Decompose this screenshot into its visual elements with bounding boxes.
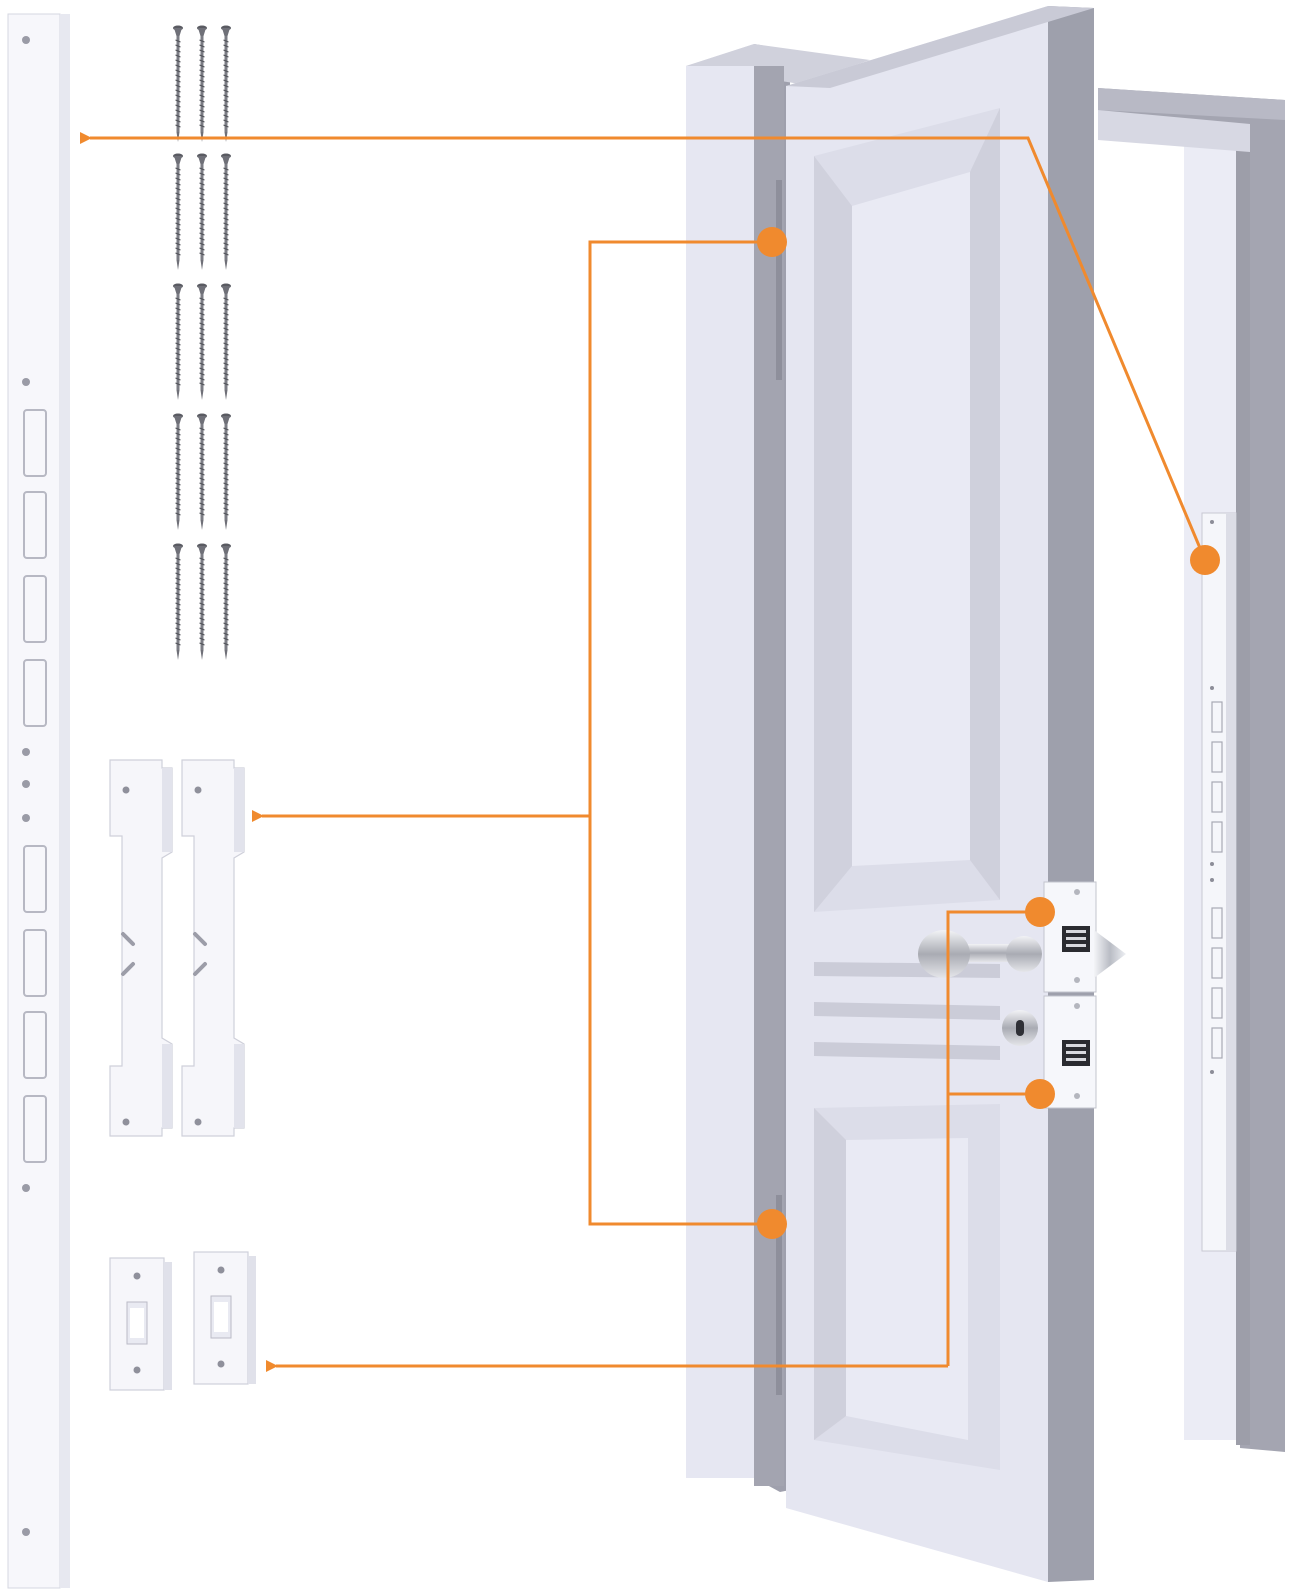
slot: [23, 659, 47, 727]
slot: [23, 1095, 47, 1163]
screw-icon: [197, 153, 207, 270]
screw-hole: [22, 36, 30, 44]
slot: [23, 845, 47, 913]
callout-hinges: [252, 227, 787, 1239]
slot: [23, 491, 47, 559]
callout-jamb: [80, 132, 1220, 575]
screw-hole: [22, 1184, 30, 1192]
screw-icon: [197, 25, 207, 142]
door-frame-right-jamb: [1098, 88, 1285, 1452]
screw-icon: [221, 283, 231, 400]
screw-icon: [197, 413, 207, 530]
screw-icon: [173, 25, 183, 142]
screw-icon: [173, 413, 183, 530]
screw-hole: [22, 378, 30, 386]
door-lock-hardware: [918, 881, 1126, 1109]
door-slab: [786, 6, 1094, 1582]
screw-icon: [221, 543, 231, 660]
screw-icon: [173, 543, 183, 660]
slot: [23, 929, 47, 997]
screw-icon: [173, 283, 183, 400]
strike-plate-icon: [109, 1257, 172, 1391]
screw-hole: [22, 748, 30, 756]
door-illustration-icon: [686, 6, 1285, 1582]
callout-dot-bottom-hinge: [757, 1209, 787, 1239]
screw-hole: [22, 814, 30, 822]
slot: [23, 1011, 47, 1079]
screw-icon: [221, 25, 231, 142]
screw-hole: [22, 780, 30, 788]
strike-plate-icon: [193, 1251, 256, 1385]
screw-set-icon: [173, 25, 231, 660]
long-jamb-reinforcement-plate-icon: [7, 13, 70, 1589]
hinge-reinforcement-plate-icon: [109, 759, 173, 1137]
callout-dot-top-hinge: [757, 227, 787, 257]
screw-icon: [221, 413, 231, 530]
callout-lock: [266, 897, 1055, 1372]
slot: [23, 409, 47, 477]
callout-dot-jamb: [1190, 545, 1220, 575]
slot: [23, 575, 47, 643]
strike-plates-icon: [109, 1251, 256, 1391]
callout-dot-upper-lock: [1025, 897, 1055, 927]
screw-icon: [197, 543, 207, 660]
hinge-reinforcement-plates-icon: [109, 759, 245, 1137]
callout-lines: [80, 132, 1220, 1372]
screw-icon: [173, 153, 183, 270]
screw-icon: [221, 153, 231, 270]
screw-icon: [197, 283, 207, 400]
hinge-reinforcement-plate-icon: [181, 759, 245, 1137]
door-frame-left-jamb: [686, 44, 870, 1492]
screw-hole: [22, 1528, 30, 1536]
callout-dot-lower-lock: [1025, 1079, 1055, 1109]
